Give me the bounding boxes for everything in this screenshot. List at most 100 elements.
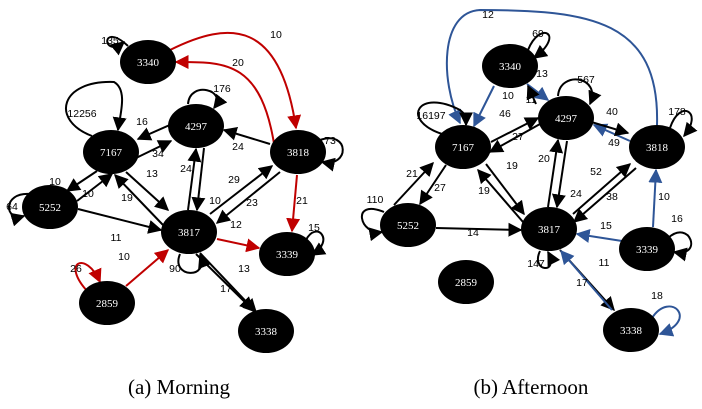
self-loop-label-4297: 567 bbox=[577, 74, 595, 86]
node-7167: 7167 bbox=[83, 130, 139, 174]
node-label: 3340 bbox=[137, 57, 160, 69]
self-loop-label-3338: 18 bbox=[651, 290, 663, 302]
self-loop-3817 bbox=[177, 253, 212, 274]
self-loop-3340 bbox=[106, 35, 129, 56]
edge-label-3817-to-3338: 17 bbox=[220, 283, 232, 295]
edge-3818-to-3817 bbox=[572, 167, 637, 223]
edge-3818-to-4297 bbox=[592, 123, 631, 142]
node-label: 3338 bbox=[255, 326, 278, 338]
self-loop-label-3339: 15 bbox=[308, 222, 320, 234]
node-2859: 2859 bbox=[438, 260, 494, 304]
self-loop-7167 bbox=[417, 101, 474, 135]
edge-7167-to-5252 bbox=[65, 170, 98, 192]
edge-label-3818-to-3339: 21 bbox=[296, 195, 308, 207]
edge-label-7167-to-4297: 46 bbox=[499, 108, 511, 120]
self-loop-label-3817: 90 bbox=[169, 263, 181, 275]
edge-label-3340-to-3818: 10 bbox=[270, 29, 282, 41]
node-label: 7167 bbox=[100, 147, 123, 159]
node-circle bbox=[120, 40, 176, 84]
edge-label-3817-to-4297: 24 bbox=[180, 163, 192, 175]
node-circle bbox=[603, 308, 659, 352]
edge-label-3338-to-3817: 17 bbox=[576, 277, 588, 289]
node-4297: 4297 bbox=[168, 104, 224, 148]
node-2859: 2859 bbox=[79, 281, 135, 325]
edge-7167-to-4297 bbox=[135, 140, 173, 159]
self-loop-label-3340: 135 bbox=[101, 35, 119, 47]
edge-label-3818-to-4297: 24 bbox=[232, 141, 244, 153]
edge-label-7167-to-3817: 13 bbox=[146, 168, 158, 180]
edge-label-4297-to-3817: 24 bbox=[570, 188, 582, 200]
node-3340: 3340 bbox=[482, 44, 538, 88]
node-label: 7167 bbox=[452, 142, 475, 154]
edge-3339-to-3818 bbox=[648, 168, 663, 228]
node-circle bbox=[435, 125, 491, 169]
node-label: 3339 bbox=[636, 244, 659, 256]
self-loop-3340 bbox=[527, 32, 551, 59]
edge-label-4297-to-7167: 27 bbox=[512, 131, 524, 143]
node-3818: 3818 bbox=[270, 130, 326, 174]
node-circle bbox=[521, 207, 577, 251]
edge-3817-to-3818 bbox=[572, 163, 632, 215]
node-circle bbox=[259, 232, 315, 276]
edge-2859-to-3817 bbox=[125, 249, 170, 287]
self-loop-3818 bbox=[669, 109, 698, 138]
edge-5252-to-3817 bbox=[77, 208, 163, 234]
caption-afternoon: (b) Afternoon bbox=[474, 375, 589, 399]
node-5252: 5252 bbox=[380, 203, 436, 247]
edge-label-3817-to-3818: 52 bbox=[590, 166, 602, 178]
node-circle bbox=[83, 130, 139, 174]
node-label: 3339 bbox=[276, 249, 299, 261]
self-loop-label-7167: 16197 bbox=[416, 110, 445, 122]
edge-label-2859-to-3817: 10 bbox=[118, 251, 130, 263]
edge-label-7167-to-5252: 10 bbox=[49, 176, 61, 188]
node-label: 2859 bbox=[96, 298, 119, 310]
self-loop-7167 bbox=[65, 80, 127, 137]
self-loop-label-3340: 69 bbox=[532, 28, 544, 40]
node-3338: 3338 bbox=[603, 308, 659, 352]
edge-3817-to-7167 bbox=[114, 173, 164, 226]
edge-label-3339-to-3817: 15 bbox=[600, 220, 612, 232]
node-3339: 3339 bbox=[619, 227, 675, 271]
node-3339: 3339 bbox=[259, 232, 315, 276]
edge-label-3817-to-3818: 29 bbox=[228, 174, 240, 186]
edge-4297-to-7167 bbox=[136, 123, 173, 141]
node-3817: 3817 bbox=[161, 210, 217, 254]
node-circle bbox=[161, 210, 217, 254]
edge-label-3817-to-7167: 19 bbox=[478, 185, 490, 197]
self-loop-label-7167: 12256 bbox=[67, 108, 96, 120]
node-label: 5252 bbox=[397, 220, 419, 232]
edge-3818-to-7167 bbox=[445, 8, 659, 126]
edge-7167-to-4297 bbox=[490, 117, 540, 143]
edge-3817-to-4297 bbox=[187, 147, 202, 211]
caption-morning: (a) Morning bbox=[128, 375, 231, 399]
edge-label-7167-to-5252: 27 bbox=[434, 182, 446, 194]
edge-label-4297-to-3818: 49 bbox=[608, 137, 620, 149]
node-circle bbox=[270, 130, 326, 174]
edge-5252-to-7167 bbox=[393, 161, 434, 206]
edge-3338-to-3817 bbox=[560, 249, 613, 311]
edge-3817-to-3818 bbox=[209, 165, 274, 215]
edge-label-3818-to-3817: 23 bbox=[246, 197, 258, 209]
edge-label-3818-to-3817: 38 bbox=[606, 191, 618, 203]
node-label: 4297 bbox=[555, 113, 578, 125]
edge-4297-to-3340 bbox=[526, 84, 540, 105]
node-3817: 3817 bbox=[521, 207, 577, 251]
self-loop-4297 bbox=[187, 88, 228, 110]
edge-4297-to-3818 bbox=[587, 120, 630, 137]
edge-5252-to-3817 bbox=[435, 222, 523, 237]
node-circle bbox=[538, 96, 594, 140]
self-loop-3818 bbox=[319, 137, 344, 172]
edge-label-5252-to-3817: 11 bbox=[111, 232, 122, 244]
edge-3340-to-7167 bbox=[473, 85, 495, 128]
node-circle bbox=[168, 104, 224, 148]
self-loop-3339 bbox=[667, 231, 693, 262]
edge-3818-to-3817 bbox=[215, 171, 281, 224]
edge-label-7167-to-4297: 34 bbox=[152, 148, 164, 160]
edge-4297-to-3817 bbox=[191, 147, 206, 212]
edge-3817-to-4297 bbox=[547, 138, 564, 208]
edge-3817-to-3339 bbox=[216, 238, 261, 253]
node-circle bbox=[438, 260, 494, 304]
